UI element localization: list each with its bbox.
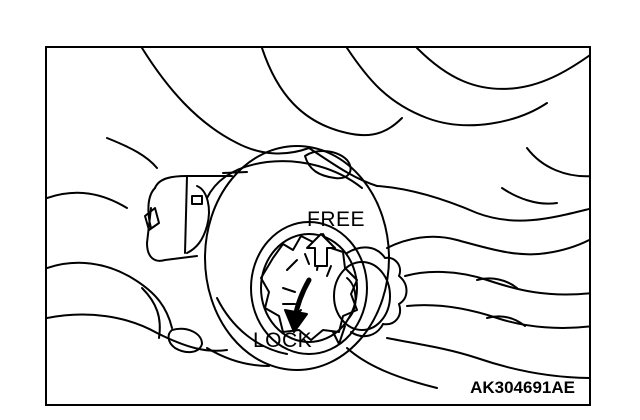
upper-hand-drawing <box>141 48 589 222</box>
right-hand-drawing <box>346 235 589 389</box>
arrow-down-left-icon <box>284 277 312 333</box>
pinion-gear-drawing <box>333 246 408 338</box>
lock-mark <box>332 325 346 345</box>
illustration-frame: FREE LOCK AK304691AE <box>45 46 591 406</box>
starter-shaft-drawing <box>144 171 248 262</box>
clutch-check-illustration <box>47 48 589 389</box>
free-label: FREE <box>307 208 366 231</box>
left-hand-drawing <box>47 137 270 367</box>
arrow-up-icon <box>306 233 336 267</box>
figure-reference-code: AK304691AE <box>470 378 575 397</box>
lock-label: LOCK <box>253 329 313 352</box>
